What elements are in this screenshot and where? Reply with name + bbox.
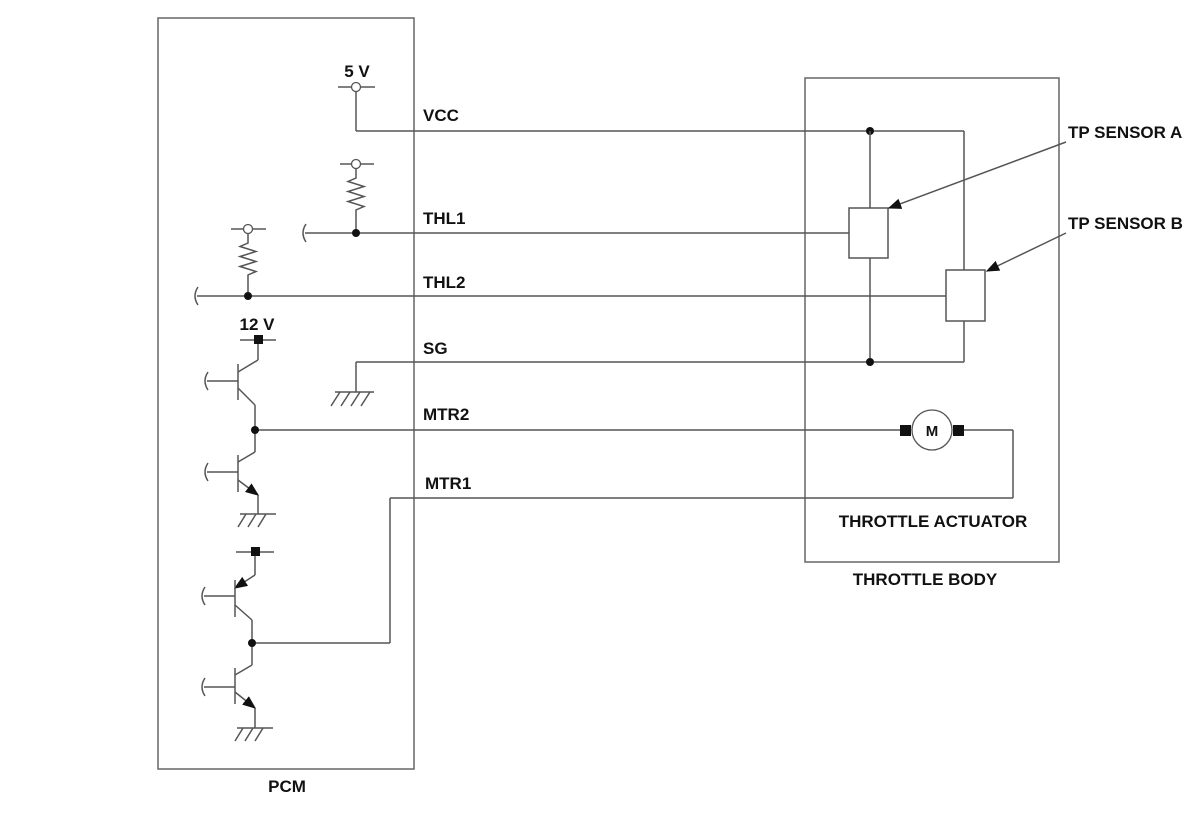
thl2-break-mark bbox=[194, 286, 199, 306]
tp-sensor-b-label: TP SENSOR B bbox=[1068, 214, 1183, 233]
mtr1-junction bbox=[248, 639, 256, 647]
motor-label: M bbox=[926, 423, 939, 440]
mtr2-label: MTR2 bbox=[423, 405, 469, 424]
thl2-junction bbox=[244, 292, 252, 300]
mtr2-junction bbox=[251, 426, 259, 434]
vcc-circuit bbox=[338, 81, 965, 270]
tp-sensor-a-leader bbox=[887, 141, 1067, 209]
mtr1-label: MTR1 bbox=[425, 474, 471, 493]
sg-circuit bbox=[330, 358, 964, 407]
5v-terminal bbox=[350, 81, 362, 93]
tp-sensor-a bbox=[848, 207, 889, 259]
throttle-body-label: THROTTLE BODY bbox=[853, 570, 998, 589]
supply-terminal-2 bbox=[251, 547, 260, 556]
thl1-resistor bbox=[345, 168, 367, 233]
pcm-label: PCM bbox=[268, 777, 306, 796]
thl1-break-mark bbox=[302, 223, 307, 243]
vcc-label: VCC bbox=[423, 106, 459, 125]
pcm-box bbox=[157, 17, 415, 770]
12v-label: 12 V bbox=[240, 315, 276, 334]
thl2-circuit bbox=[194, 223, 946, 306]
throttle-body-box bbox=[804, 77, 1060, 563]
tp-sensor-b bbox=[945, 269, 986, 322]
sg-junction bbox=[866, 358, 874, 366]
tp-sensor-b-leader bbox=[985, 232, 1067, 272]
tp-sensor-a-label: TP SENSOR A bbox=[1068, 123, 1182, 142]
mtr2-driver bbox=[204, 335, 911, 528]
throttle-actuator-label: THROTTLE ACTUATOR bbox=[839, 512, 1028, 531]
mtr1-driver bbox=[201, 430, 1014, 742]
thl2-label: THL2 bbox=[423, 273, 466, 292]
thl2-resistor bbox=[237, 233, 259, 296]
thl1-pullup-terminal bbox=[350, 158, 362, 170]
sg-label: SG bbox=[423, 339, 448, 358]
thl2-pullup-terminal bbox=[242, 223, 254, 235]
thl1-label: THL1 bbox=[423, 209, 466, 228]
thl1-junction bbox=[352, 229, 360, 237]
motor-icon bbox=[911, 409, 953, 451]
motor: M bbox=[900, 409, 1013, 451]
thl1-circuit bbox=[302, 158, 849, 243]
12v-terminal bbox=[254, 335, 263, 344]
5v-label: 5 V bbox=[344, 62, 370, 81]
